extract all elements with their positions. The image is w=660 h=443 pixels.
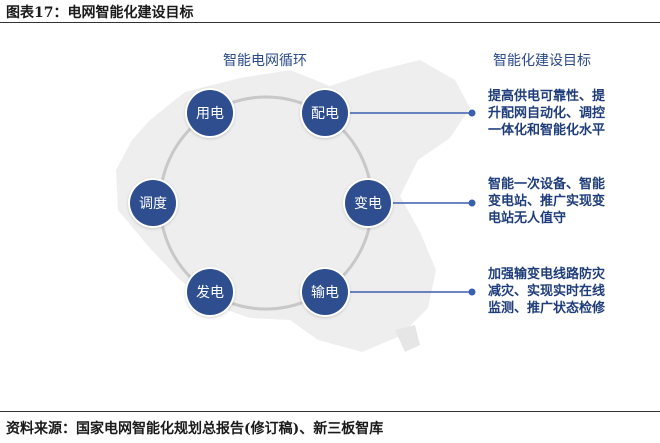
goal-line: 监测、推广状态检修	[488, 301, 606, 316]
goal-line: 智能一次设备、智能	[488, 177, 606, 192]
node-shudian: 输电	[302, 269, 348, 315]
node-fadian: 发电	[187, 269, 233, 315]
node-yongdian: 用电	[187, 90, 233, 136]
cycle-title: 智能电网循环	[223, 53, 307, 69]
connector-peidian	[348, 109, 476, 117]
node-tiaodu: 调度	[130, 180, 176, 226]
figure-title: 图表17：电网智能化建设目标	[6, 5, 194, 21]
bottom-rule	[0, 411, 660, 412]
map-island	[395, 325, 420, 352]
goal-substation: 智能一次设备、智能 变电站、推广实现变 电站无人值守	[488, 176, 648, 227]
goal-line: 一体化和智能化水平	[488, 123, 606, 138]
goal-distribution: 提高供电可靠性、提 升配网自动化、调控 一体化和智能化水平	[488, 88, 648, 139]
goal-line: 变电站、推广实现变	[488, 194, 606, 209]
goal-line: 提高供电可靠性、提	[488, 89, 606, 104]
goal-line: 升配网自动化、调控	[488, 106, 606, 121]
goal-line: 加强输变电线路防灾	[488, 267, 606, 282]
goal-line: 电站无人值守	[488, 211, 567, 226]
goals-title: 智能化建设目标	[493, 53, 591, 69]
top-rule	[0, 22, 660, 23]
goal-transmission: 加强输变电线路防灾 减灾、实现实时在线 监测、推广状态检修	[488, 266, 648, 317]
connector-shudian	[348, 288, 476, 296]
goal-line: 减灾、实现实时在线	[488, 284, 606, 299]
connector-biandian	[392, 199, 476, 207]
node-peidian: 配电	[302, 90, 348, 136]
node-biandian: 变电	[345, 180, 391, 226]
source-note: 资料来源：国家电网智能化规划总报告(修订稿)、新三板智库	[6, 421, 384, 437]
